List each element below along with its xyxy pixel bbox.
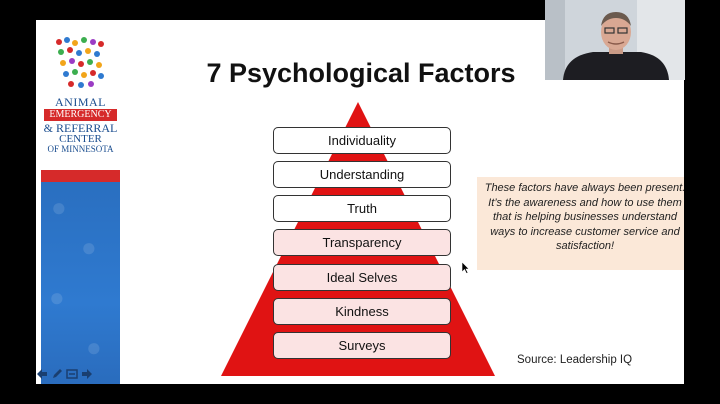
factor-box-understanding: Understanding	[273, 161, 451, 188]
mouse-cursor-icon	[462, 262, 470, 274]
presenter-webcam	[545, 0, 685, 80]
presenter-video-feed	[545, 0, 685, 80]
factor-box-kindness: Kindness	[273, 298, 451, 325]
factor-box-transparency: Transparency	[273, 229, 451, 256]
factor-box-surveys: Surveys	[273, 332, 451, 359]
factor-box-ideal-selves: Ideal Selves	[273, 264, 451, 291]
factor-box-truth: Truth	[273, 195, 451, 222]
callout-note: These factors have always been present. …	[477, 177, 684, 270]
source-citation: Source: Leadership IQ	[517, 354, 632, 366]
factor-box-individuality: Individuality	[273, 127, 451, 154]
